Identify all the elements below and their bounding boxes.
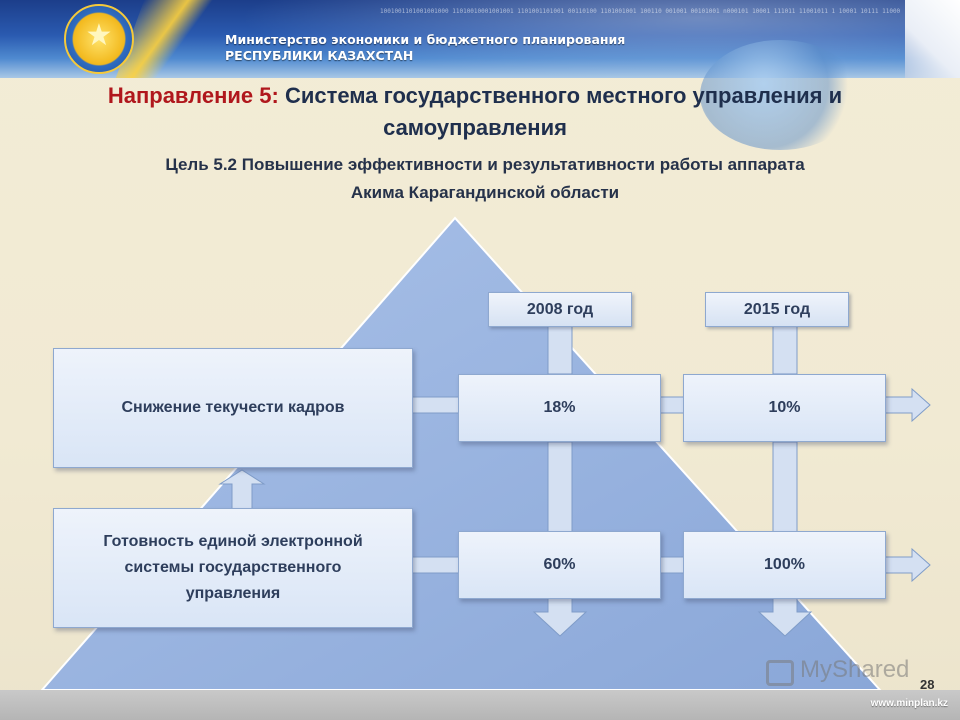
website-url[interactable]: www.minplan.kz [870,698,948,709]
paper-corner-decoration [905,0,960,78]
indicator-e-government-line1: Готовность единой электронной [103,533,363,550]
direction-text-line2: самоуправления [383,115,567,140]
goal-subtitle: Цель 5.2 Повышение эффективности и резул… [60,151,910,207]
watermark: MyShared [800,656,910,683]
ministry-line2: РЕСПУБЛИКИ КАЗАХСТАН [225,48,414,63]
footer-bar [0,690,960,720]
goal-line1: Цель 5.2 Повышение эффективности и резул… [165,155,805,174]
indicator-e-government-label: Готовность единой электронной системы го… [103,529,362,607]
indicator-staff-turnover: Снижение текучести кадров [53,348,413,468]
goal-line2: Акима Карагандинской области [350,183,620,202]
globe-decoration [700,40,860,150]
page-number: 28 [920,677,935,692]
direction-label: Направление 5: [107,83,279,108]
binary-strip: 1001001101001001000 11010010001001001 11… [380,8,900,15]
state-emblem-icon: ★ [64,4,134,74]
indicator-e-government-line2: системы государственного [124,559,342,576]
indicator-staff-turnover-label: Снижение текучести кадров [121,399,345,416]
slide-title: Направление 5: Система государственного … [40,80,910,144]
indicator-e-government-line3: управления [185,585,281,602]
direction-text-line1: Система государственного местного управл… [284,83,843,108]
ministry-line1: Министерство экономики и бюджетного план… [225,32,626,47]
indicator-e-government: Готовность единой электронной системы го… [53,508,413,628]
value-turnover-2008: 18% [458,374,661,442]
value-egov-2008: 60% [458,531,661,599]
year-2008-label: 2008 год [488,292,632,327]
myshared-logo-icon [766,660,794,686]
value-egov-2015: 100% [683,531,886,599]
year-2015-label: 2015 год [705,292,849,327]
header-banner: 1001001101001001000 11010010001001001 11… [0,0,960,78]
value-turnover-2015: 10% [683,374,886,442]
ministry-name: Министерство экономики и бюджетного план… [225,32,625,64]
